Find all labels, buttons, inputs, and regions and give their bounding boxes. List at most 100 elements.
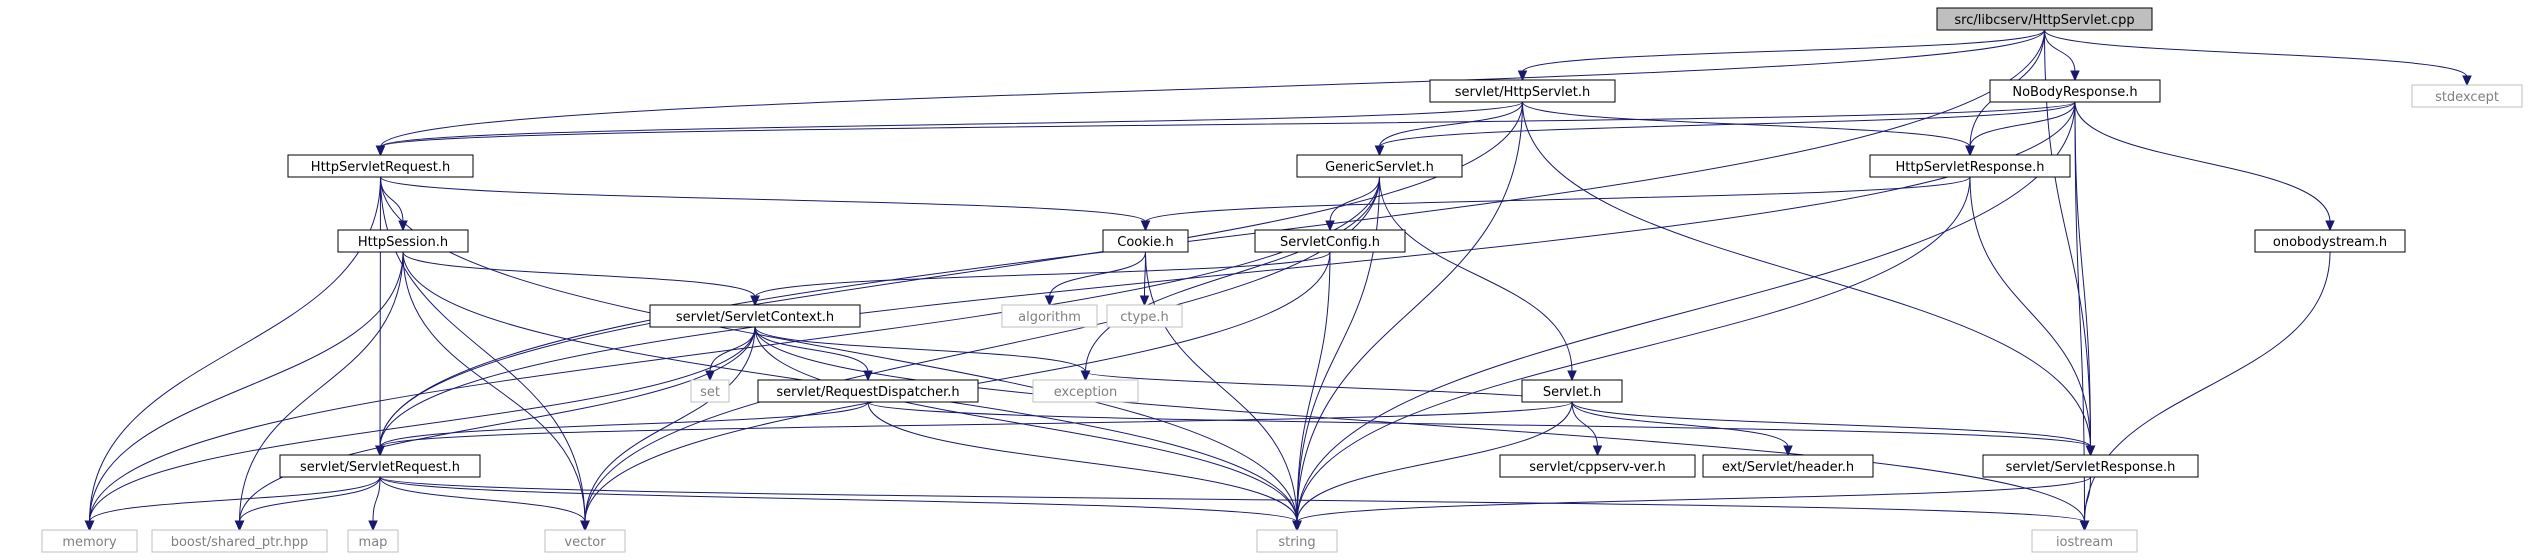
node-exception: exception [1032, 379, 1139, 403]
arrowhead [234, 520, 245, 532]
node-exthdr[interactable]: ext/Servlet/header.h [1702, 454, 1874, 478]
node-box [1106, 304, 1183, 328]
node-vector: vector [544, 529, 626, 553]
node-label: src/libcserv/HttpServlet.cpp [1954, 13, 2134, 28]
node-onobody[interactable]: onobodystream.h [2254, 229, 2406, 253]
edge-hs_h-to-string [1296, 101, 1523, 523]
node-label: stdexcept [2435, 90, 2499, 105]
arrowhead [1567, 370, 1577, 382]
node-hsreq[interactable]: HttpServletRequest.h [287, 154, 474, 178]
edge-sreq-to-string [379, 476, 1298, 523]
node-scontext[interactable]: servlet/ServletContext.h [649, 304, 861, 328]
edge-servlet-to-cppserv [1571, 401, 1598, 448]
edge-hsreq-to-sreq [379, 176, 381, 448]
edge-nobody-to-iostream [2074, 101, 2085, 523]
edge-sreq-to-memory [89, 476, 381, 523]
node-box [1102, 229, 1189, 253]
node-cookie[interactable]: Cookie.h [1102, 229, 1189, 253]
node-root[interactable]: src/libcserv/HttpServlet.cpp [1936, 7, 2153, 31]
arrowhead [1965, 145, 1975, 157]
arrowhead [2325, 220, 2335, 232]
node-label: memory [62, 535, 117, 550]
edge-sreq-to-iostream [379, 476, 2085, 523]
arrowhead [2085, 445, 2096, 457]
node-nobody[interactable]: NoBodyResponse.h [1989, 79, 2161, 103]
edge-servlet-to-exthdr [1571, 401, 1789, 448]
arrowhead [1783, 445, 1793, 457]
node-label: ctype.h [1120, 310, 1169, 325]
node-sconfig[interactable]: ServletConfig.h [1254, 229, 1406, 253]
node-box [544, 529, 626, 553]
node-cppserv[interactable]: servlet/cppserv-ver.h [1499, 454, 1696, 478]
edge-dispatcher-to-string [867, 401, 1298, 523]
edge-hs_h-to-generic [1379, 101, 1523, 148]
edge-generic-to-servlet [1379, 176, 1573, 373]
edge-servlet-to-string [1296, 401, 1573, 523]
edge-scontext-to-iostream [754, 326, 2085, 523]
arrowhead [84, 520, 95, 532]
node-box [151, 529, 328, 553]
node-box [757, 379, 979, 403]
node-label: servlet/ServletRequest.h [300, 460, 460, 475]
node-hs_h[interactable]: servlet/HttpServlet.h [1429, 79, 1616, 103]
edge-hsreq-to-string [380, 176, 1298, 523]
edge-sconfig-to-string [1296, 251, 1331, 523]
node-sreq[interactable]: servlet/ServletRequest.h [279, 454, 481, 478]
arrowhead [368, 520, 378, 532]
node-box [1429, 79, 1616, 103]
edge-hsresp-to-string [1296, 176, 1971, 523]
node-generic[interactable]: GenericServlet.h [1296, 154, 1463, 178]
edge-root-to-sresp [2044, 29, 2091, 448]
edge-hs_h-to-hsresp [1522, 101, 1971, 148]
node-sharedptr: boost/shared_ptr.hpp [151, 529, 328, 553]
node-box [287, 154, 474, 178]
arrowhead [750, 295, 760, 307]
edge-session-to-scontext [402, 251, 756, 298]
arrowhead [1292, 520, 1302, 532]
node-label: exception [1054, 385, 1118, 400]
edge-hs_h-to-hsreq [380, 101, 1523, 148]
edge-nobody-to-string [1296, 101, 2076, 523]
node-dispatcher[interactable]: servlet/RequestDispatcher.h [757, 379, 979, 403]
arrowhead [2462, 75, 2472, 87]
node-box [1521, 379, 1623, 403]
node-label: string [1278, 535, 1315, 550]
node-session[interactable]: HttpSession.h [337, 229, 469, 253]
edge-sresp-to-string [1296, 476, 2091, 523]
edge-sreq-to-vector [379, 476, 586, 523]
edge-generic-to-sconfig [1329, 176, 1380, 223]
edge-hsresp-to-cookie [1145, 176, 1971, 223]
node-memory: memory [41, 529, 138, 553]
edge-session-to-sharedptr [239, 251, 404, 523]
edge-onobody-to-iostream [2084, 251, 2331, 523]
edge-scontext-to-vector [584, 326, 756, 523]
node-hsresp[interactable]: HttpServletResponse.h [1869, 154, 2071, 178]
arrowhead [580, 520, 590, 532]
node-label: Cookie.h [1117, 235, 1174, 250]
node-box [41, 529, 138, 553]
node-box [1296, 154, 1463, 178]
node-label: servlet/ServletContext.h [676, 310, 834, 325]
edge-root-to-nobody [2044, 29, 2076, 73]
node-label: servlet/HttpServlet.h [1455, 85, 1590, 100]
node-stdexcept: stdexcept [2411, 84, 2523, 108]
arrowhead [1517, 70, 1528, 82]
node-box [2254, 229, 2406, 253]
arrowhead [1374, 145, 1385, 157]
edge-nobody-to-hsresp [1969, 101, 2076, 148]
node-label: servlet/RequestDispatcher.h [776, 385, 959, 400]
node-label: NoBodyResponse.h [2012, 85, 2137, 100]
node-sresp[interactable]: servlet/ServletResponse.h [1982, 454, 2199, 478]
edge-root-to-sreq [379, 29, 2045, 448]
arrowhead [375, 145, 386, 157]
node-box [2031, 529, 2138, 553]
node-box [1499, 454, 1696, 478]
node-label: HttpSession.h [358, 235, 448, 250]
node-label: Servlet.h [1543, 385, 1601, 400]
node-set: set [690, 379, 730, 403]
node-servlet[interactable]: Servlet.h [1521, 379, 1623, 403]
node-box [337, 229, 469, 253]
node-label: algorithm [1018, 310, 1081, 325]
edge-generic-to-vector [584, 176, 1380, 523]
edge-scontext-to-exception [754, 326, 1086, 373]
